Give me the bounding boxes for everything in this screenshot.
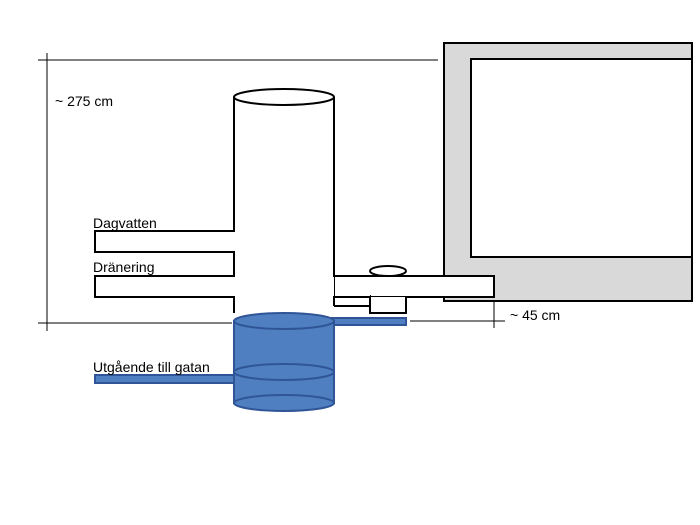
height-dimension [38,53,438,331]
water-tank [233,320,335,404]
dagvatten-label: Dagvatten [93,215,157,231]
well-cylinder [233,88,335,313]
drain-outlet-stub [369,295,407,314]
height-dimension-label: ~ 275 cm [55,93,113,109]
depth-dimension [410,301,505,328]
depth-dimension-label: ~ 45 cm [510,307,560,323]
dranering-pipe [94,275,236,298]
water-system [94,312,407,412]
cleanout-cap [369,265,407,277]
utgaende-label: Utgående till gatan [93,359,210,375]
dagvatten-pipe [94,230,236,253]
house-wall [443,42,693,302]
outgoing-pipe [94,374,236,384]
dranering-label: Dränering [93,259,154,275]
house-connection-pipe [331,317,407,326]
